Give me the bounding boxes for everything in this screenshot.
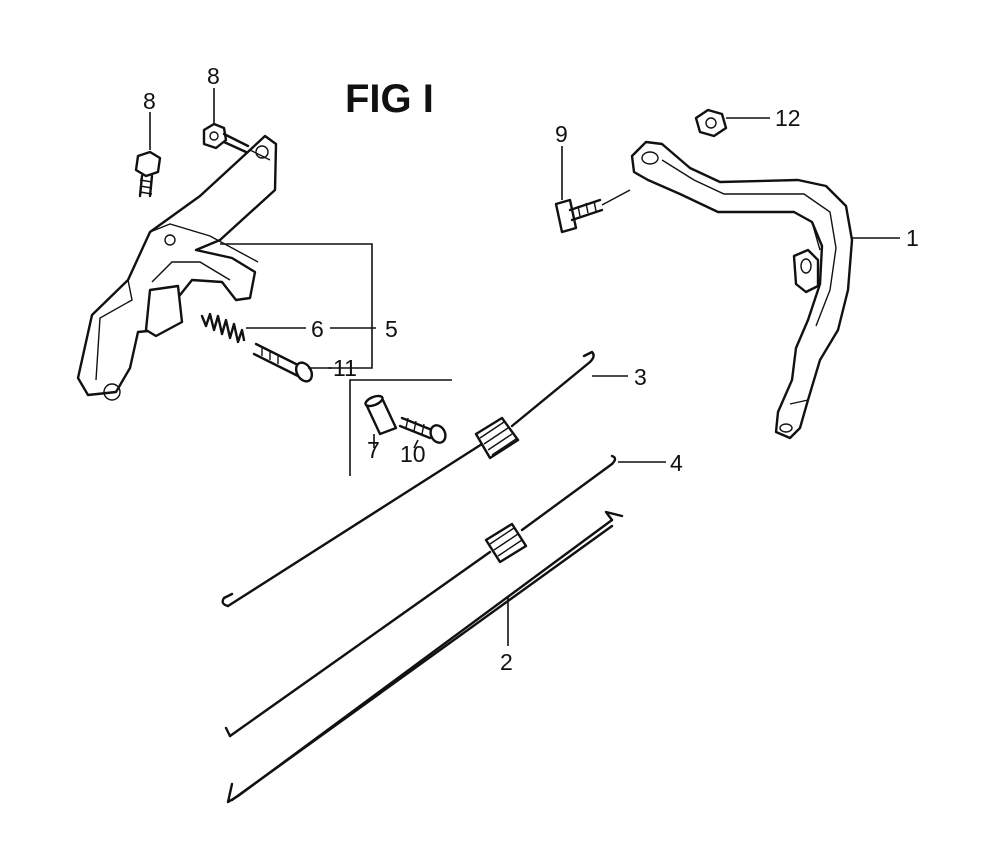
- callout-8-left: 8: [143, 88, 156, 114]
- lever-1: [630, 140, 854, 440]
- nut-12: [694, 108, 728, 138]
- left-bracket-assembly: [76, 122, 373, 401]
- inset-box-7-10: [349, 379, 452, 476]
- callout-11: 11: [333, 355, 357, 381]
- leader-10: [413, 439, 419, 449]
- bolt-8-left: [134, 150, 162, 198]
- callout-6: 6: [311, 316, 324, 342]
- group-bracket-5: [220, 243, 373, 369]
- callout-8-upper: 8: [207, 63, 220, 89]
- callout-5: 5: [385, 316, 398, 342]
- collar-7: [364, 394, 398, 436]
- callout-2: 2: [500, 649, 513, 675]
- control-bracket: [76, 134, 278, 397]
- bolt-8-upper: [202, 122, 250, 154]
- rod-4: [224, 454, 617, 738]
- callout-4: 4: [670, 450, 683, 476]
- callout-1: 1: [906, 225, 919, 251]
- bolt-11: [252, 342, 314, 383]
- rod-3: [221, 350, 595, 608]
- rod-2: [226, 510, 624, 804]
- bolt-10: [398, 416, 447, 444]
- callout-12: 12: [775, 105, 801, 131]
- figure-title: FIG I: [345, 77, 434, 121]
- callout-10: 10: [400, 441, 426, 467]
- callout-7: 7: [367, 437, 380, 463]
- callout-9: 9: [555, 121, 568, 147]
- bolt-9: [554, 189, 631, 234]
- spring-6: [200, 312, 246, 344]
- callout-3: 3: [634, 364, 647, 390]
